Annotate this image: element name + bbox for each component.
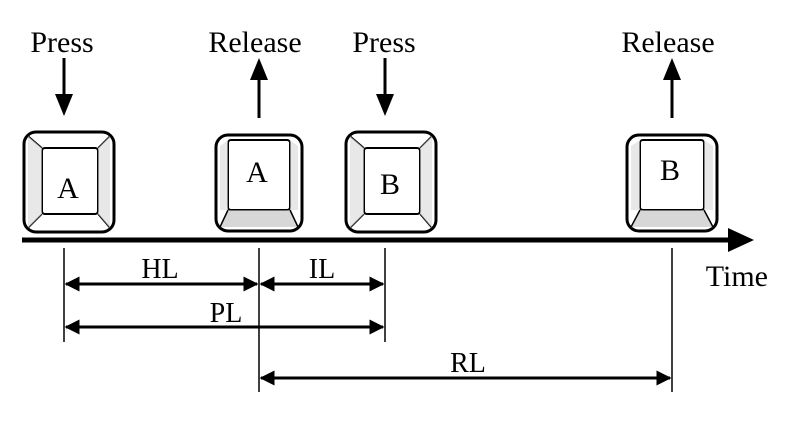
keycap-letter: B [380, 168, 400, 201]
axis-label: Time [706, 260, 768, 293]
up-arrow-icon [663, 58, 681, 118]
up-arrow-icon [250, 58, 268, 118]
keycap-a-pressed: A [22, 130, 116, 234]
axis-arrowhead-icon [728, 228, 754, 252]
event-label-a-press: Press [30, 26, 93, 59]
event-label-b-release: Release [621, 26, 714, 59]
keycap-letter: B [660, 154, 680, 187]
interval-label-pl: PL [210, 298, 243, 329]
event-label-a-release: Release [208, 26, 301, 59]
keycap-b-released: B [625, 133, 719, 233]
down-arrow-icon [55, 58, 73, 116]
keycap-a-released: A [214, 133, 304, 233]
event-label-b-press: Press [352, 26, 415, 59]
interval-label-il: IL [309, 254, 335, 285]
keycap-letter: A [246, 156, 268, 189]
interval-label-rl: RL [450, 348, 486, 379]
keycap-letter: A [57, 172, 79, 205]
interval-label-hl: HL [141, 254, 178, 285]
keycap-b-pressed: B [344, 130, 438, 234]
down-arrow-icon [376, 58, 394, 116]
time-axis [22, 228, 754, 252]
